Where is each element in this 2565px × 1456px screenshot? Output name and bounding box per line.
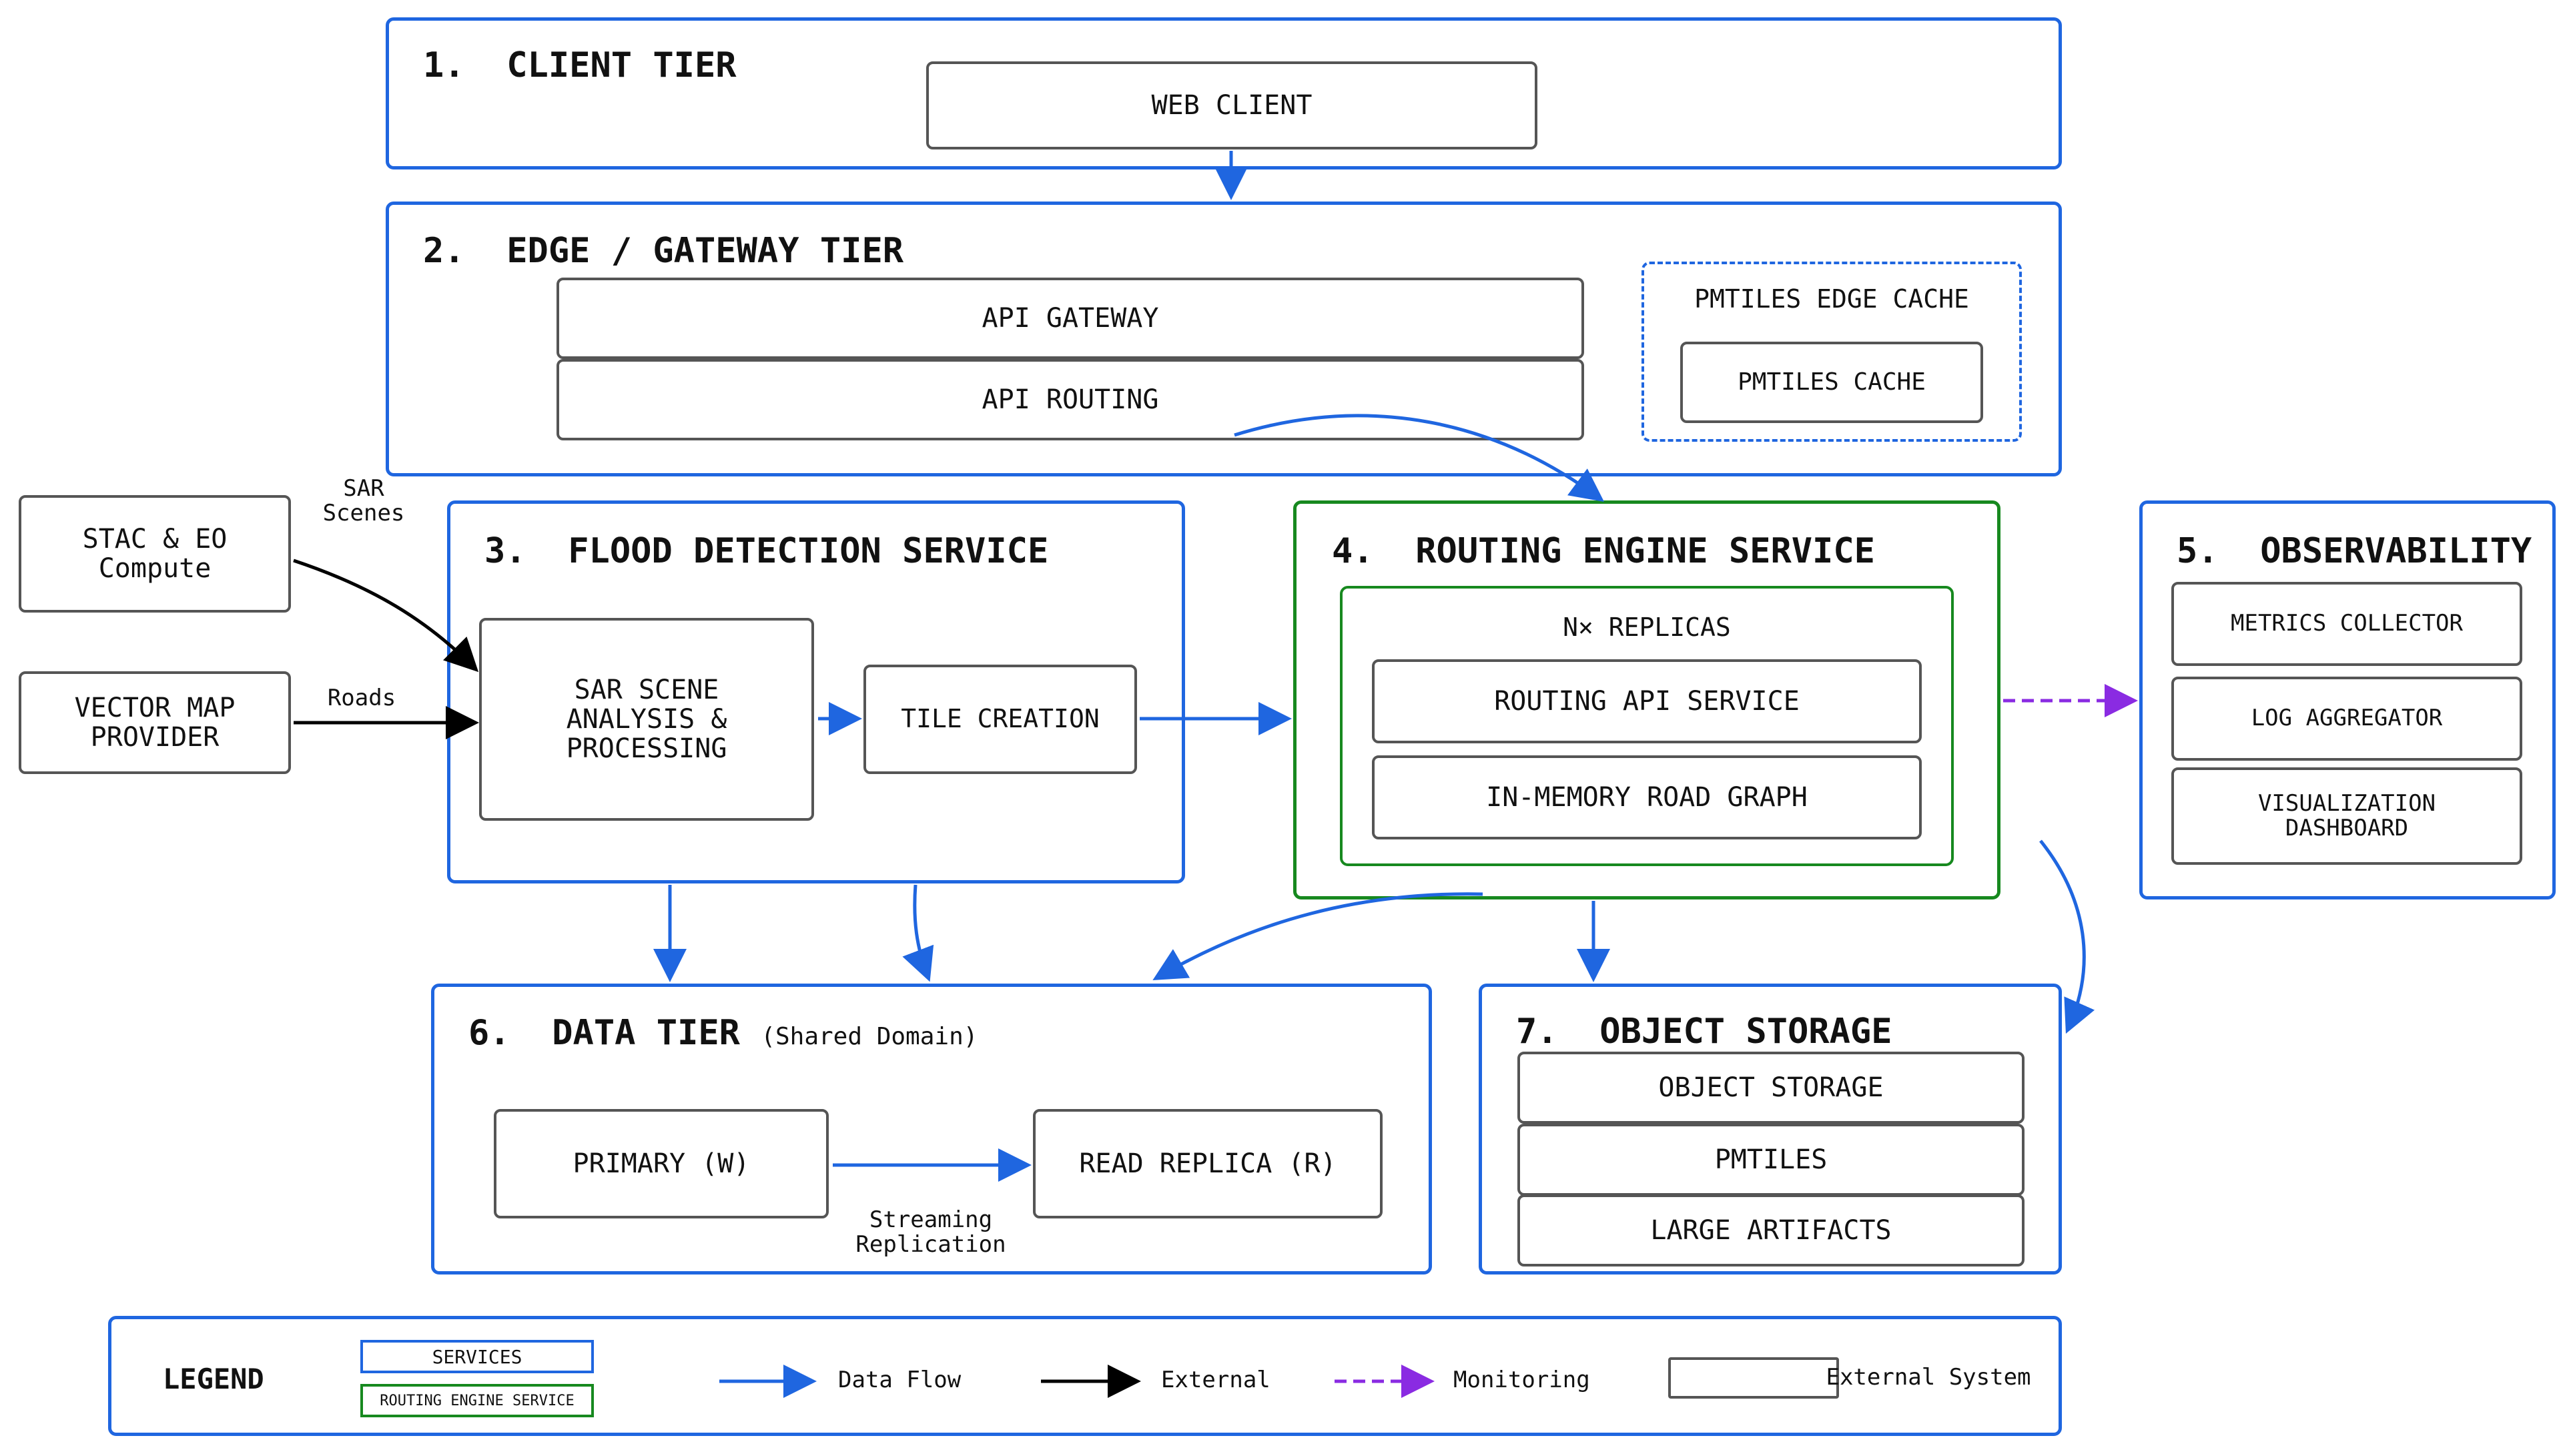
stac-eo-compute-box[interactable]: STAC & EO Compute	[19, 495, 291, 613]
sar-scenes-label: SAR Scenes	[322, 475, 405, 527]
arrow-flood-to-data-2	[902, 884, 934, 982]
replicas-label: N× REPLICAS	[1563, 613, 1731, 642]
large-artifacts-box[interactable]: LARGE ARTIFACTS	[1517, 1194, 2025, 1266]
legend-routing-swatch: ROUTING ENGINE SERVICE	[360, 1384, 594, 1417]
flood-tier-title: 3. FLOOD DETECTION SERVICE	[484, 531, 1049, 571]
tile-creation-box[interactable]: TILE CREATION	[863, 665, 1137, 774]
client-tier-title: 1. CLIENT TIER	[423, 45, 737, 85]
routing-api-service-box[interactable]: ROUTING API SERVICE	[1372, 659, 1922, 743]
observability-title: 5. OBSERVABILITY	[2177, 531, 2532, 571]
legend-data-flow-label: Data Flow	[838, 1367, 962, 1393]
legend-title: LEGEND	[163, 1363, 264, 1395]
roads-label: Roads	[327, 685, 396, 711]
pmtiles-edge-cache-label: PMTILES EDGE CACHE	[1694, 284, 1969, 314]
legend-services-swatch: SERVICES	[360, 1340, 594, 1373]
data-tier-title-text: 6. DATA TIER	[468, 1013, 740, 1053]
routing-tier-title: 4. ROUTING ENGINE SERVICE	[1332, 531, 1875, 571]
web-client-box[interactable]: WEB CLIENT	[926, 61, 1537, 149]
arrow-routing-to-data	[1152, 892, 1483, 981]
object-storage-title: 7. OBJECT STORAGE	[1516, 1012, 1892, 1052]
vector-map-provider-box[interactable]: VECTOR MAP PROVIDER	[19, 671, 291, 774]
data-tier-subtitle: (Shared Domain)	[761, 1023, 978, 1050]
legend-external-label: External	[1161, 1367, 1270, 1393]
log-aggregator-box[interactable]: LOG AGGREGATOR	[2171, 677, 2522, 761]
streaming-replication-label: Streaming Replication	[855, 1206, 1006, 1258]
api-gateway-box[interactable]: API GATEWAY	[557, 278, 1584, 359]
arrow-to-storage-side	[2039, 839, 2095, 1034]
read-replica-box[interactable]: READ REPLICA (R)	[1033, 1109, 1383, 1218]
legend-external-system-label: External System	[1826, 1364, 2031, 1391]
arrow-api-routing-to-routing-engine	[1234, 414, 1605, 502]
pmtiles-cache-box[interactable]: PMTILES CACHE	[1680, 342, 1983, 423]
sar-scene-analysis-box[interactable]: SAR SCENE ANALYSIS & PROCESSING	[479, 618, 814, 821]
api-routing-box[interactable]: API ROUTING	[557, 359, 1584, 440]
object-storage-box[interactable]: OBJECT STORAGE	[1517, 1052, 2025, 1124]
metrics-collector-box[interactable]: METRICS COLLECTOR	[2171, 582, 2522, 666]
legend-monitoring-label: Monitoring	[1453, 1367, 1590, 1393]
legend-external-system-swatch	[1668, 1357, 1839, 1399]
data-tier-title: 6. DATA TIER (Shared Domain)	[468, 1013, 978, 1053]
primary-db-box[interactable]: PRIMARY (W)	[494, 1109, 829, 1218]
arrow-stac-to-sar	[293, 559, 479, 673]
road-graph-box[interactable]: IN-MEMORY ROAD GRAPH	[1372, 755, 1922, 839]
visualization-dashboard-box[interactable]: VISUALIZATION DASHBOARD	[2171, 767, 2522, 865]
edge-tier-title: 2. EDGE / GATEWAY TIER	[423, 231, 904, 271]
pmtiles-box[interactable]: PMTILES	[1517, 1124, 2025, 1196]
